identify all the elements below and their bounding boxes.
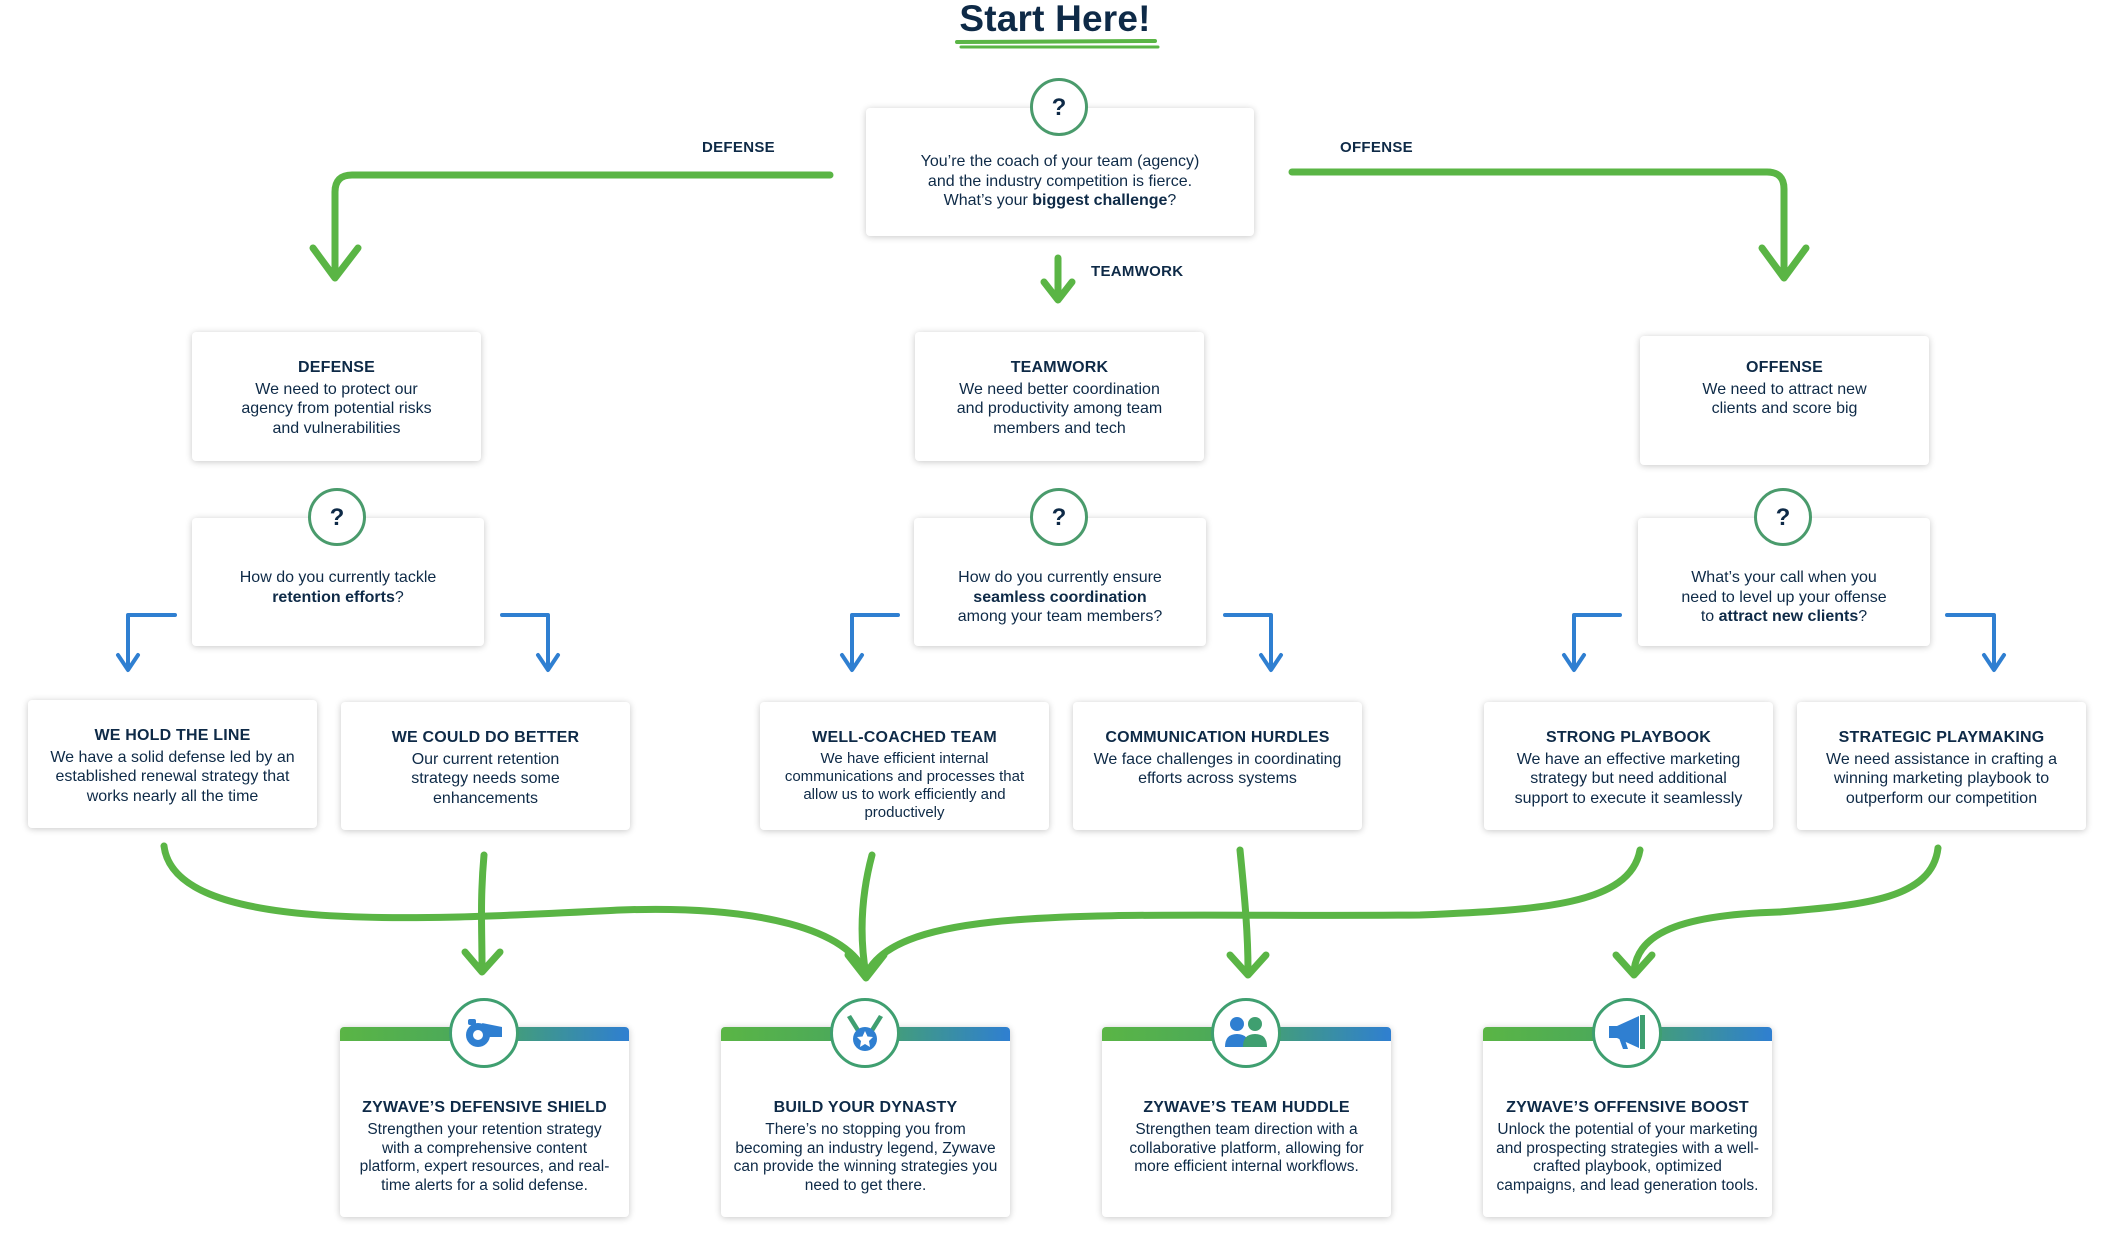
blue-arrow-1 (126, 613, 177, 670)
megaphone-icon (1592, 998, 1662, 1068)
blue-arrowhead-5 (1562, 653, 1586, 672)
answer-body: Our current retention strategy needs som… (411, 750, 560, 807)
medal-icon (830, 998, 900, 1068)
blue-arrowhead-1 (116, 653, 140, 672)
solution-body: There’s no stopping you from becoming an… (733, 1121, 998, 1194)
arrowhead-shield (461, 948, 504, 976)
offense-arrow (1288, 168, 1788, 276)
whistle-icon (449, 998, 519, 1068)
answer-body: We face challenges in coordinating effor… (1093, 750, 1342, 788)
answer-head: STRONG PLAYBOOK (1545, 729, 1712, 746)
solution-body: Strengthen team direction with a collabo… (1129, 1121, 1364, 1175)
question-icon: ? (1030, 78, 1088, 136)
answer-body: We have an effective marketing strategy … (1514, 750, 1743, 807)
category-defense-card: DEFENSE We need to protect our agency fr… (192, 332, 481, 461)
category-head: DEFENSE (298, 359, 375, 376)
answer-body: We need assistance in crafting a winning… (1826, 750, 2057, 807)
teamwork-label: TEAMWORK (1091, 263, 1184, 280)
question-text-bold: seamless coordination (973, 588, 1147, 606)
answer-head: WELL-COACHED TEAM (812, 729, 997, 746)
answer-card-hold-the-line[interactable]: WE HOLD THE LINE We have a solid defense… (28, 700, 317, 828)
defense-label: DEFENSE (702, 139, 775, 156)
arrowhead-huddle (1226, 951, 1270, 979)
root-question-card: You’re the coach of your team (agency) a… (866, 108, 1254, 236)
category-body: We need to attract new clients and score… (1702, 380, 1867, 418)
question-text: How do you currently ensure (958, 569, 1162, 586)
question-icon: ? (308, 488, 366, 546)
answer-body: We have a solid defense led by an establ… (50, 748, 295, 805)
category-offense-card: OFFENSE We need to attract new clients a… (1640, 336, 1929, 465)
blue-arrowhead-6 (1982, 653, 2006, 672)
category-head: OFFENSE (1746, 359, 1823, 376)
answer-card-well-coached[interactable]: WELL-COACHED TEAM We have efficient inte… (760, 702, 1049, 830)
defense-arrowhead (309, 244, 362, 282)
answer-head: STRATEGIC PLAYMAKING (1838, 729, 2045, 746)
blue-arrowhead-4 (1259, 653, 1283, 672)
offense-label: OFFENSE (1340, 139, 1413, 156)
blue-arrow-3 (850, 613, 900, 670)
solution-head: BUILD YOUR DYNASTY (773, 1099, 958, 1116)
solution-body: Strengthen your retention strategy with … (359, 1121, 610, 1194)
blue-arrow-4 (1223, 613, 1273, 670)
question-text-bold: to attract new clients? (1700, 608, 1868, 625)
answer-card-communication-hurdles[interactable]: COMMUNICATION HURDLES We face challenges… (1073, 702, 1362, 830)
root-line-1: You’re the coach of your team (agency) (920, 153, 1200, 170)
teamwork-arrowhead (1040, 278, 1076, 304)
offense-arrowhead (1758, 244, 1810, 282)
category-head: TEAMWORK (1010, 359, 1109, 376)
curve-coached-to-dynasty (858, 851, 876, 979)
team-icon (1211, 998, 1281, 1068)
blue-arrow-6 (1945, 613, 1996, 670)
solution-head: ZYWAVE’S OFFENSIVE BOOST (1506, 1099, 1749, 1116)
question-icon: ? (1030, 488, 1088, 546)
answer-head: WE HOLD THE LINE (94, 727, 251, 744)
category-teamwork-card: TEAMWORK We need better coordination and… (915, 332, 1204, 461)
curve-hold-to-dynasty (160, 842, 870, 979)
category-body: We need to protect our agency from poten… (241, 380, 432, 437)
title-underline (955, 39, 1160, 49)
answer-head: COMMUNICATION HURDLES (1105, 729, 1330, 746)
category-body: We need better coordination and producti… (956, 380, 1163, 437)
blue-arrowhead-3 (840, 653, 864, 672)
arrowhead-boost (1612, 951, 1656, 979)
curve-playbook-to-dynasty (862, 846, 1644, 979)
answer-card-could-do-better[interactable]: WE COULD DO BETTER Our current retention… (341, 702, 630, 830)
answer-body: We have efficient internal communication… (784, 749, 1025, 821)
blue-arrowhead-2 (536, 653, 560, 672)
answer-card-strategic-playmaking[interactable]: STRATEGIC PLAYMAKING We need assistance … (1797, 702, 2086, 830)
root-line-3: What’s your biggest challenge? (943, 192, 1177, 209)
blue-arrow-2 (500, 613, 550, 670)
question-text: need to level up your offense (1681, 588, 1887, 606)
root-line-2: and the industry competition is fierce. (927, 172, 1193, 190)
question-text: What’s your call when you (1691, 569, 1877, 586)
question-text-bold: retention efforts? (272, 588, 404, 606)
page-title: Start Here! (959, 0, 1151, 39)
curve-hurdles-to-huddle (1236, 846, 1252, 974)
question-text: among your team members? (957, 608, 1163, 625)
curve-strategic-to-boost (1630, 844, 1942, 974)
solution-body: Unlock the potential of your marketing a… (1496, 1121, 1759, 1194)
question-icon: ? (1754, 488, 1812, 546)
answer-head: WE COULD DO BETTER (391, 729, 580, 746)
solution-head: ZYWAVE’S TEAM HUDDLE (1143, 1099, 1350, 1116)
curve-better-to-shield (478, 851, 488, 969)
solution-head: ZYWAVE’S DEFENSIVE SHIELD (362, 1099, 607, 1116)
defense-arrow (331, 171, 834, 276)
blue-arrow-5 (1572, 613, 1622, 670)
question-text: How do you currently tackle (239, 569, 437, 586)
arrowhead-dynasty (844, 951, 888, 982)
answer-card-strong-playbook[interactable]: STRONG PLAYBOOK We have an effective mar… (1484, 702, 1773, 830)
